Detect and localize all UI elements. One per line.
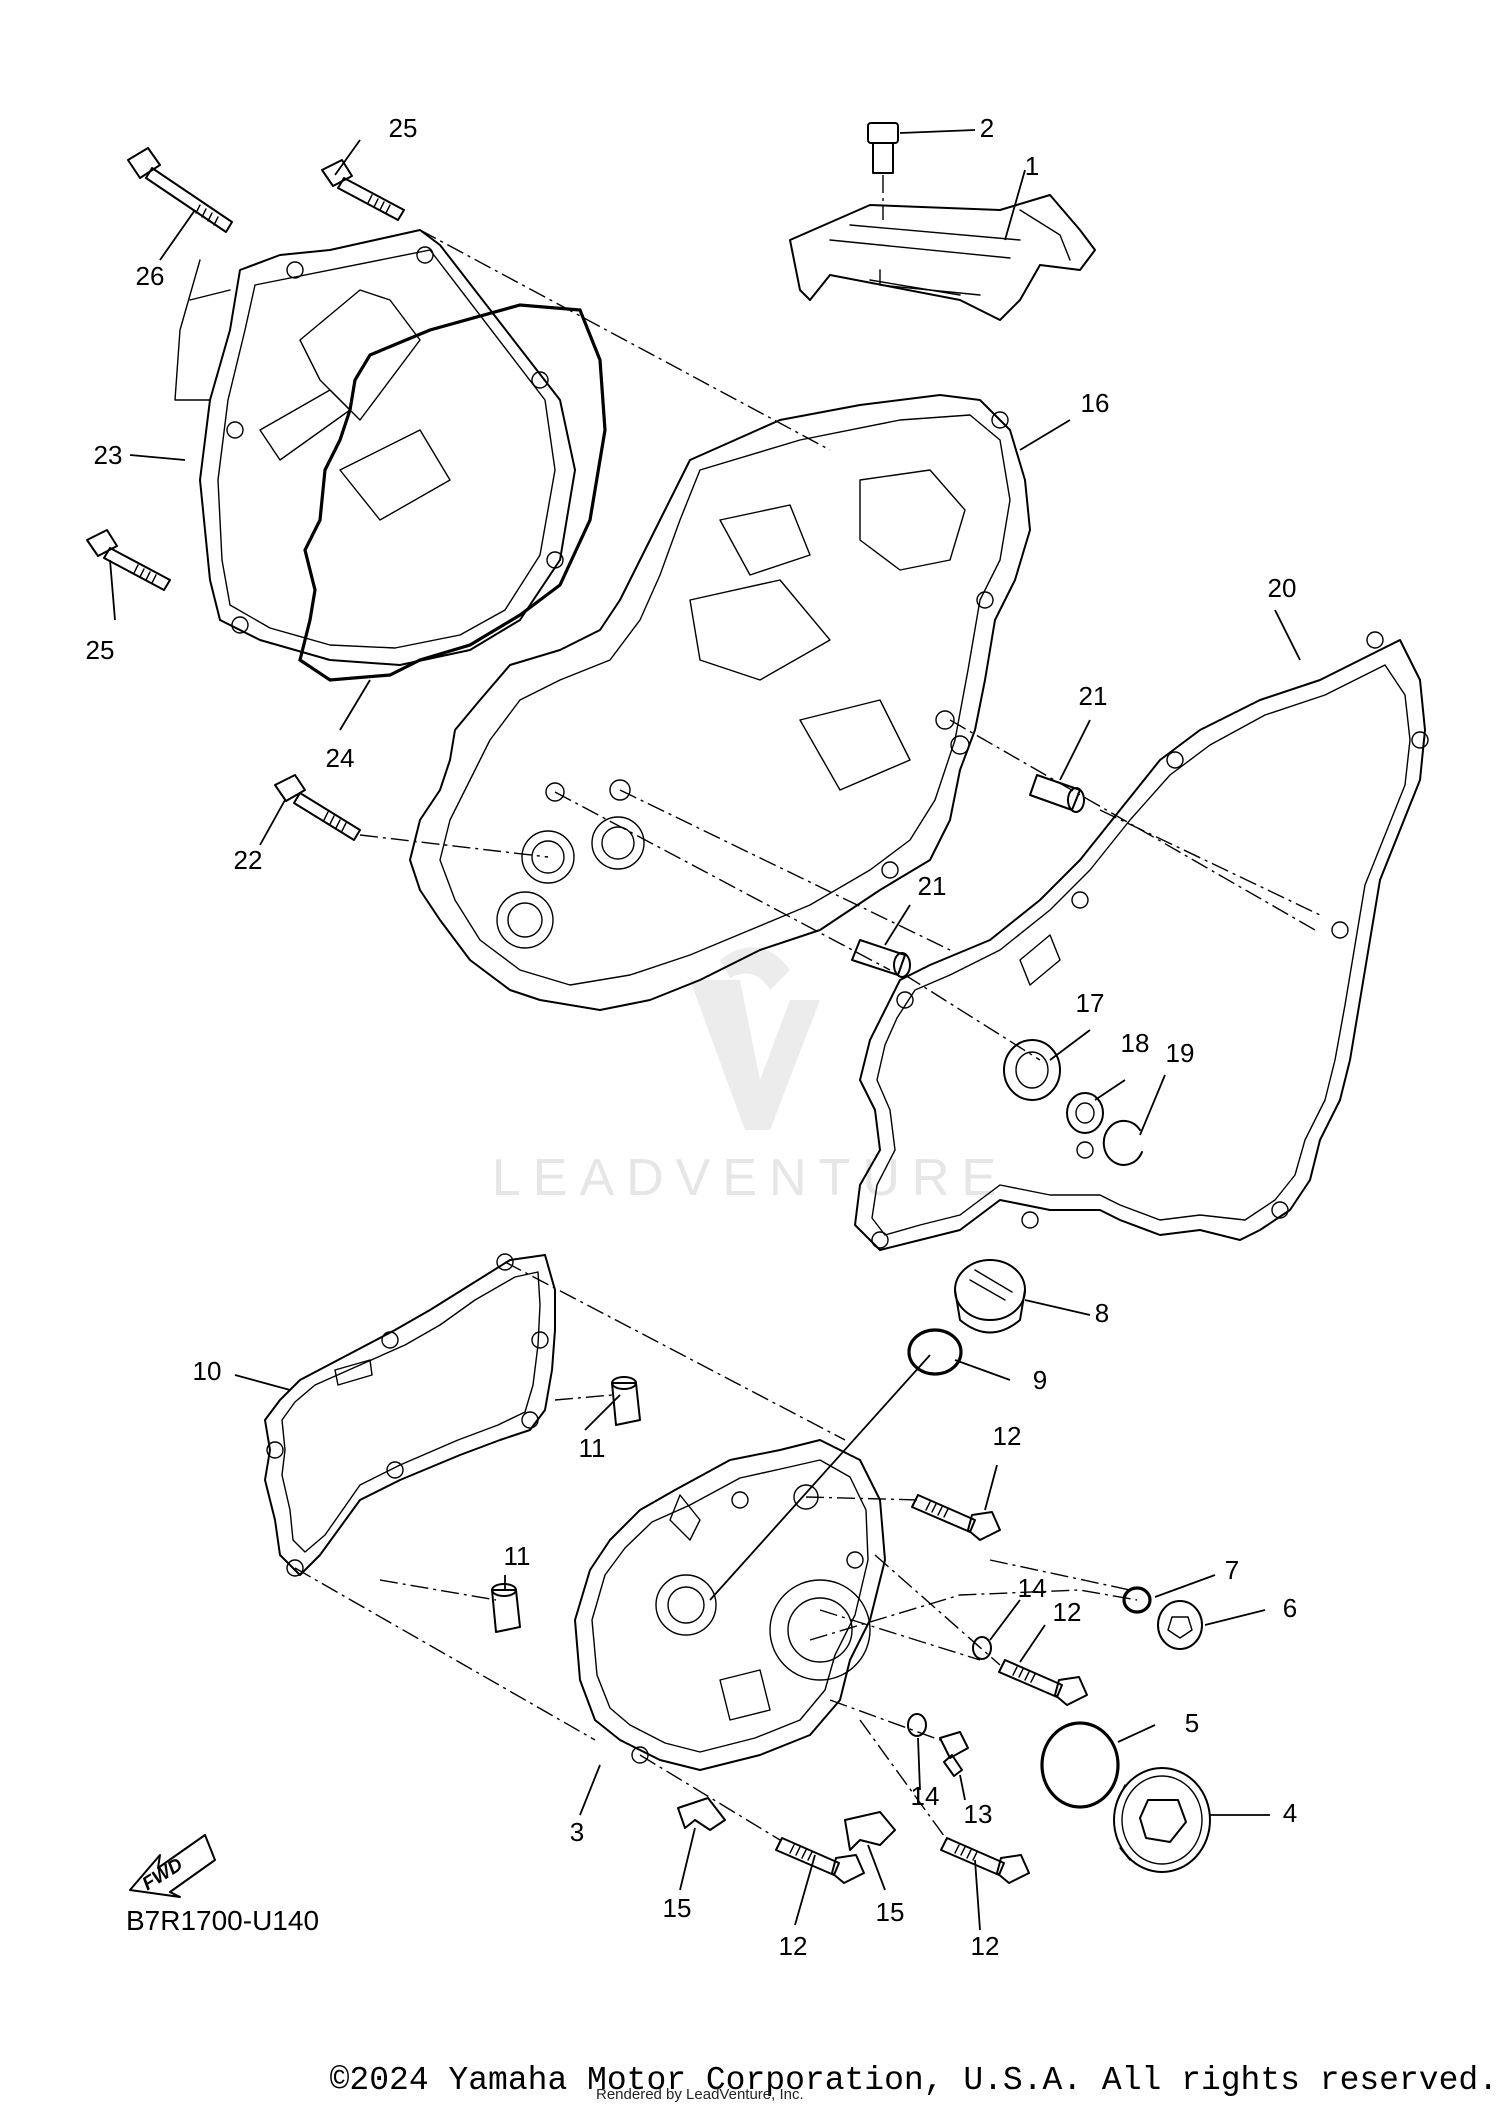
callout-13: 13 bbox=[964, 1799, 993, 1829]
callout-1: 1 bbox=[1025, 151, 1039, 181]
watermark-text: LEADVENTURE bbox=[492, 1149, 1008, 1207]
part-bolt-12-a bbox=[911, 1494, 1001, 1541]
callout-17: 17 bbox=[1076, 988, 1105, 1018]
part-dowel-21-lower bbox=[851, 939, 911, 978]
part-bolt-12-c bbox=[775, 1837, 865, 1884]
part-crankcase-cover-3 bbox=[574, 1439, 886, 1771]
callout-19: 19 bbox=[1166, 1038, 1195, 1068]
part-gasket-20 bbox=[854, 631, 1429, 1251]
leadventure-watermark: LEADVENTURE bbox=[492, 947, 1008, 1207]
part-washer-14-b bbox=[907, 1713, 927, 1737]
part-dowel-21-upper bbox=[1029, 774, 1085, 813]
rendered-by-notice: Rendered by LeadVenture, Inc. bbox=[596, 2086, 804, 2103]
callout-18: 18 bbox=[1121, 1028, 1150, 1058]
part-clip-15-left bbox=[677, 1797, 726, 1831]
callout-12-d: 12 bbox=[971, 1931, 1000, 1961]
callout-14-b: 14 bbox=[911, 1781, 940, 1811]
callout-labels: 1 2 3 4 5 6 7 8 9 10 11 11 12 12 12 12 1… bbox=[86, 113, 1298, 1961]
callout-26: 26 bbox=[136, 261, 165, 291]
callout-14-a: 14 bbox=[1018, 1573, 1047, 1603]
copyright-notice: ©2024 Yamaha Motor Corporation, U.S.A. A… bbox=[329, 2062, 1498, 2099]
callout-3: 3 bbox=[570, 1817, 584, 1847]
part-bolt-25-top bbox=[321, 159, 405, 221]
part-bolt-26 bbox=[127, 147, 233, 233]
callout-12-c: 12 bbox=[779, 1931, 808, 1961]
callout-12-a: 12 bbox=[993, 1421, 1022, 1451]
callout-4: 4 bbox=[1283, 1798, 1297, 1828]
part-bolt-2 bbox=[867, 122, 899, 220]
part-oil-filler-cap-8 bbox=[954, 1259, 1026, 1334]
leader-lines bbox=[109, 129, 1301, 1931]
fwd-arrow-icon: FWD bbox=[129, 1834, 216, 1898]
callout-11-upper: 11 bbox=[579, 1433, 606, 1463]
callout-5: 5 bbox=[1185, 1708, 1199, 1738]
part-bolt-25-left bbox=[86, 529, 171, 591]
part-bolt-13 bbox=[939, 1731, 969, 1777]
callout-7: 7 bbox=[1225, 1555, 1239, 1585]
callout-11-lower: 11 bbox=[504, 1541, 531, 1571]
part-bracket-1 bbox=[789, 194, 1096, 321]
callout-25-left: 25 bbox=[86, 635, 115, 665]
callout-23: 23 bbox=[94, 440, 123, 470]
callout-15-left: 15 bbox=[663, 1893, 692, 1923]
callout-21-upper: 21 bbox=[1079, 681, 1108, 711]
part-crankcase-cover-16 bbox=[409, 394, 1031, 1011]
part-circlip-19 bbox=[1102, 1119, 1143, 1166]
callout-6: 6 bbox=[1283, 1593, 1297, 1623]
part-bolt-12-b bbox=[998, 1659, 1088, 1706]
callout-22: 22 bbox=[234, 845, 263, 875]
callout-21-lower: 21 bbox=[918, 871, 947, 901]
part-dowel-11-lower bbox=[491, 1583, 521, 1633]
part-o-ring-5 bbox=[1040, 1721, 1120, 1809]
part-o-ring-7 bbox=[1122, 1586, 1152, 1614]
callout-25-top: 25 bbox=[389, 113, 418, 143]
callout-24: 24 bbox=[326, 743, 355, 773]
callout-9: 9 bbox=[1033, 1365, 1047, 1395]
alignment-lines bbox=[294, 229, 1321, 1841]
part-bolt-12-d bbox=[940, 1837, 1030, 1884]
callout-8: 8 bbox=[1095, 1298, 1109, 1328]
part-oil-seal-17 bbox=[1003, 1039, 1061, 1101]
part-washer-18 bbox=[1066, 1092, 1104, 1134]
part-dowel-11-upper bbox=[611, 1376, 641, 1426]
callout-16: 16 bbox=[1081, 388, 1110, 418]
callout-20: 20 bbox=[1268, 573, 1297, 603]
callout-12-b: 12 bbox=[1053, 1597, 1082, 1627]
callout-15-right: 15 bbox=[876, 1897, 905, 1927]
part-o-ring-9 bbox=[907, 1328, 963, 1376]
part-gasket-24 bbox=[298, 303, 607, 682]
callout-10: 10 bbox=[193, 1356, 222, 1386]
part-clip-15-right bbox=[844, 1811, 896, 1851]
part-gasket-10 bbox=[264, 1253, 556, 1577]
callout-2: 2 bbox=[980, 113, 994, 143]
diagram-code: B7R1700-U140 bbox=[126, 1905, 319, 1936]
part-washer-14-a bbox=[972, 1636, 992, 1660]
part-clutch-cover-23 bbox=[174, 229, 576, 666]
part-plug-6 bbox=[1157, 1600, 1203, 1650]
part-plug-4 bbox=[1113, 1767, 1211, 1873]
part-bolt-22 bbox=[274, 774, 361, 841]
